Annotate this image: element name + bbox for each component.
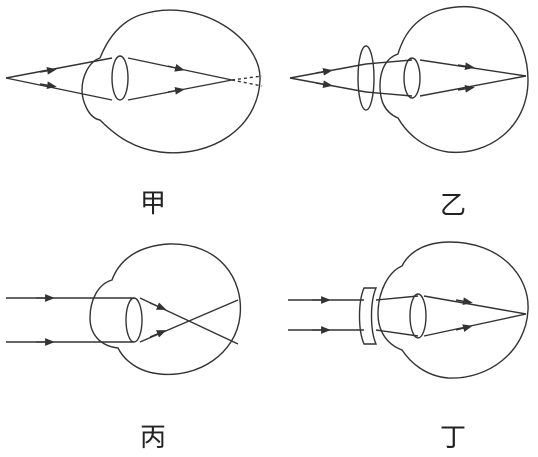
panel-jia: 甲 (5, 9, 263, 219)
crystalline-lens (111, 55, 129, 101)
ray-arrow (455, 324, 473, 332)
eyeball-outline (377, 241, 529, 379)
ray-arrow (149, 302, 167, 310)
light-ray (5, 57, 113, 79)
dashed-extension (231, 75, 263, 81)
dashed-extension (231, 79, 263, 87)
eyeball-outline (379, 5, 529, 154)
panel-bing: 丙 (6, 243, 242, 453)
crystalline-lens (409, 293, 427, 339)
ray-arrow (315, 67, 333, 76)
light-ray (365, 91, 413, 97)
ray-arrow (455, 297, 473, 306)
ray-arrow (39, 66, 57, 75)
crystalline-lens (125, 297, 143, 343)
ray-arrow (39, 81, 57, 90)
ray-arrow (457, 62, 475, 71)
light-ray (375, 295, 419, 301)
ray-arrow (457, 84, 475, 93)
panel-label: 丙 (140, 423, 166, 453)
eyeball-outline (81, 9, 261, 154)
refracted-ray (423, 295, 527, 315)
panel-label: 乙 (440, 191, 466, 221)
convex-correction-lens (357, 45, 375, 111)
ray-arrow (167, 86, 185, 95)
concave-correction-lens (358, 287, 378, 345)
eyeball-outline (89, 243, 242, 376)
light-ray (375, 329, 419, 337)
refracted-ray (423, 313, 527, 337)
refracted-ray (419, 75, 527, 97)
light-ray (5, 77, 113, 101)
refracted-ray (419, 59, 527, 77)
light-ray (365, 59, 413, 65)
panel-label: 丁 (440, 423, 466, 453)
panel-label: 甲 (140, 189, 166, 219)
ray-arrow (167, 64, 185, 72)
ray-arrow (149, 330, 167, 338)
panel-yi: 乙 (289, 5, 529, 221)
ray-arrow (315, 80, 333, 89)
crystalline-lens (403, 57, 421, 99)
panel-ding: 丁 (288, 241, 529, 453)
